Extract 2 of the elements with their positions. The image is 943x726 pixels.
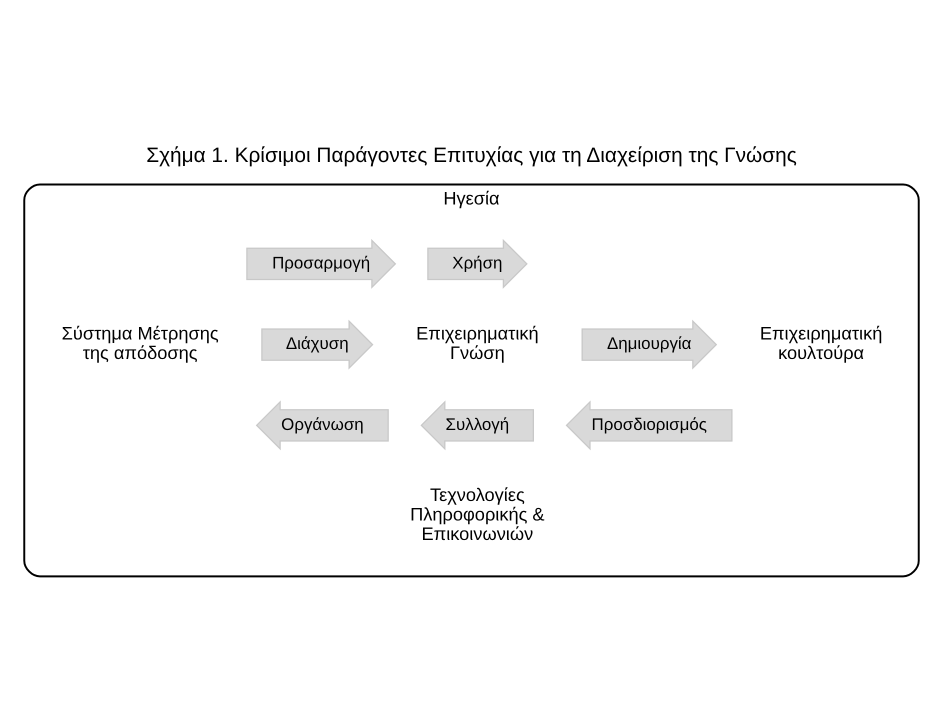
label: Επιχειρηματική Γνώση	[416, 323, 539, 363]
diagram-title: Σχήμα 1. Κρίσιμοι Παράγοντες Επιτυχίας για τη Διαχείριση της Γνώσης	[146, 144, 797, 167]
